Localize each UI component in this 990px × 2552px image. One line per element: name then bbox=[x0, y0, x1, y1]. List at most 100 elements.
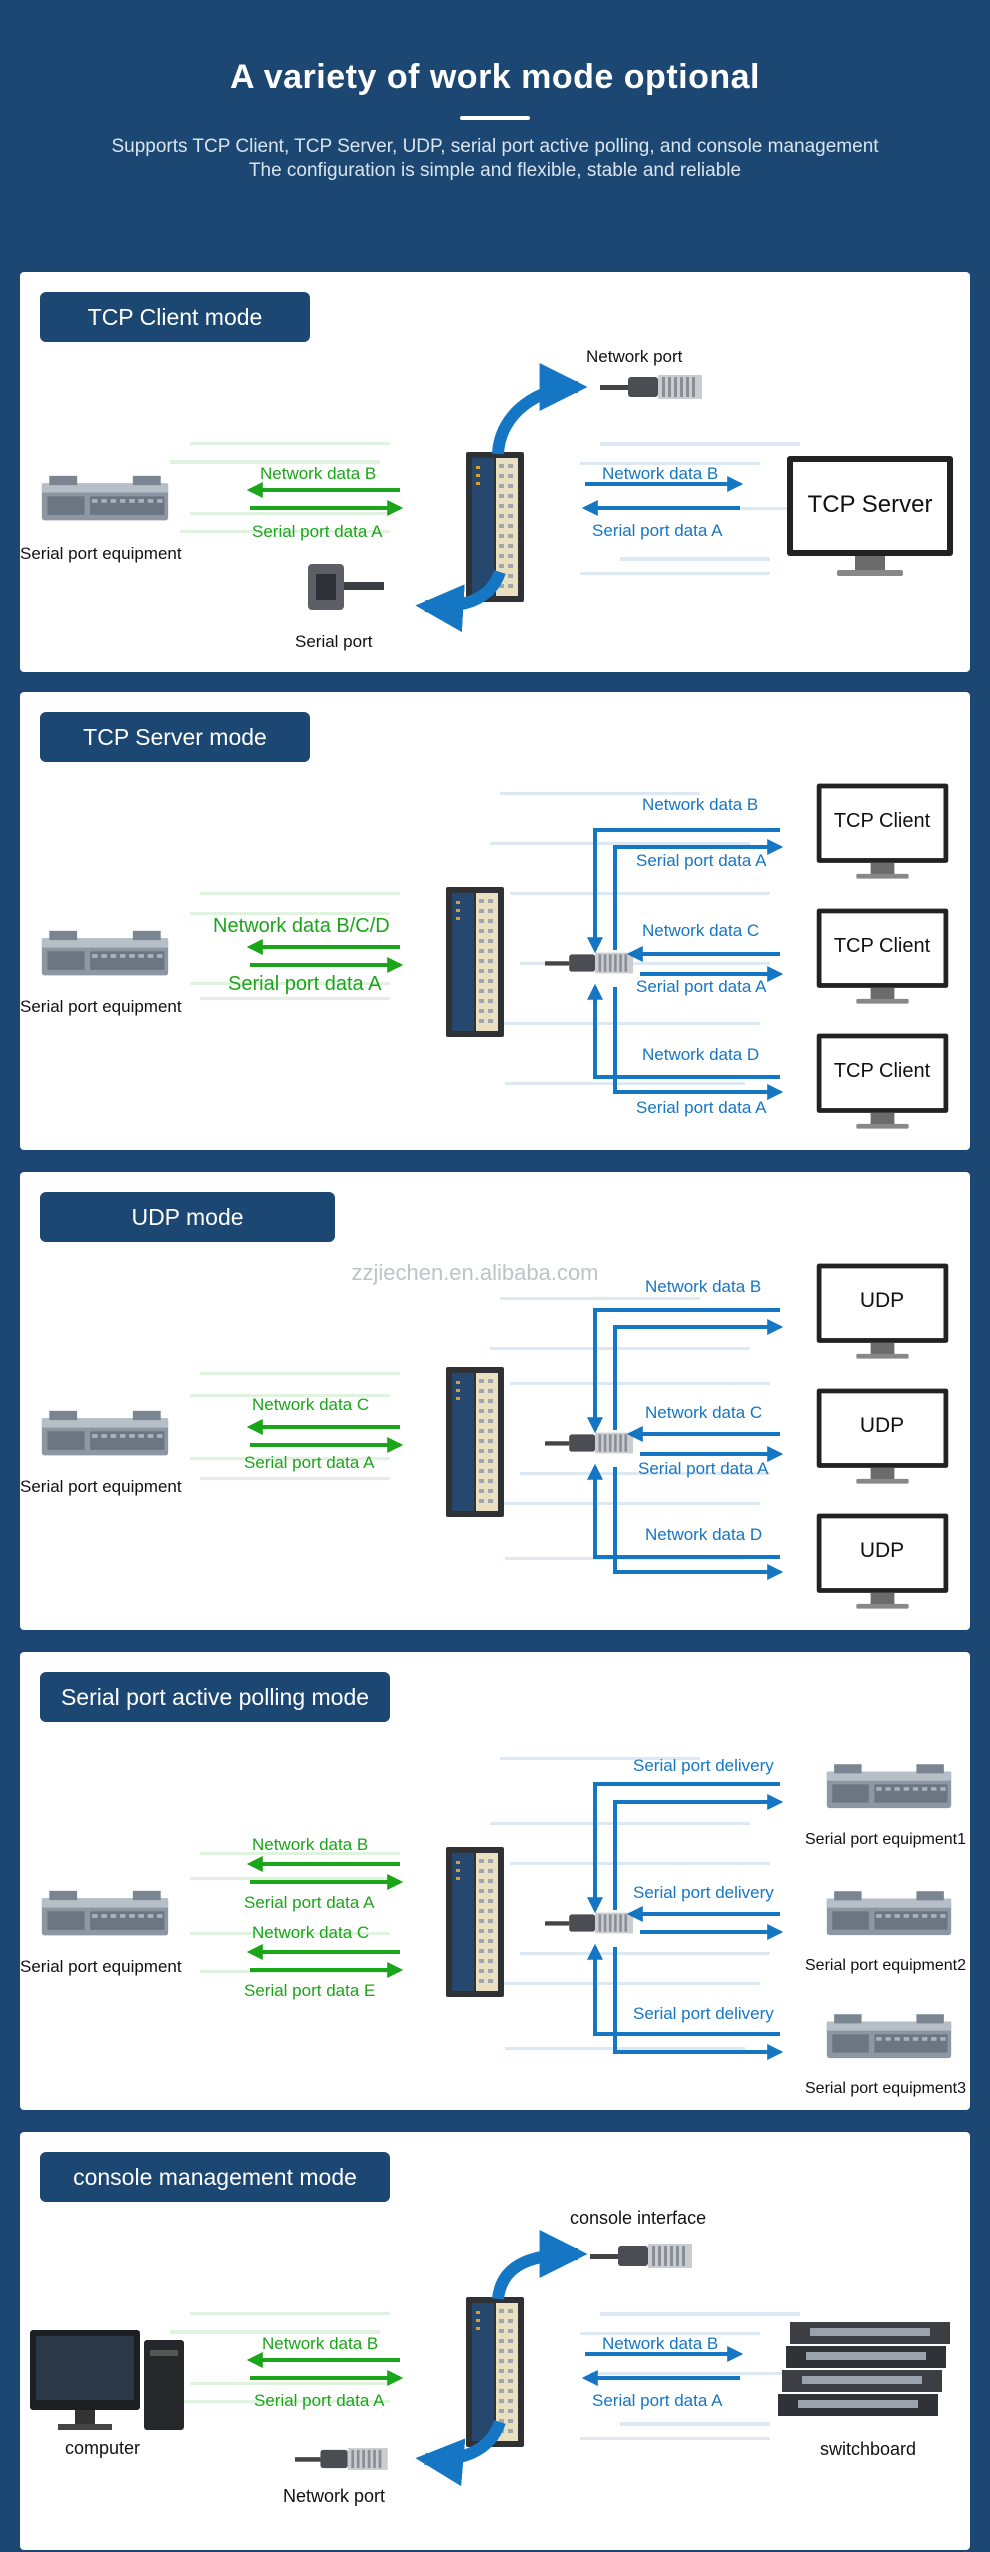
polling-left-label-1: Network data B bbox=[252, 1835, 368, 1854]
page-subtitle-1: Supports TCP Client, TCP Server, UDP, se… bbox=[111, 136, 879, 157]
udp-row3-top-label: Network data D bbox=[645, 1525, 762, 1544]
serial-equipment-icon bbox=[41, 1410, 169, 1456]
polling-diagram: Serial port equipment Network data B Ser… bbox=[20, 1756, 966, 2097]
server-row1-bottom-label: Serial port data A bbox=[636, 851, 767, 870]
curved-arrow-down bbox=[415, 2419, 506, 2487]
row3-uplink-arrow bbox=[613, 1947, 784, 2060]
serial-server-device-icon bbox=[446, 1367, 504, 1517]
tcp-client-mode-label: TCP Client mode bbox=[40, 292, 310, 342]
row3-uplink-arrow bbox=[613, 1467, 784, 1580]
tcp-server-diagram: Serial port equipment Network data B/C/D… bbox=[20, 783, 949, 1129]
serial-equipment-icon bbox=[41, 475, 169, 521]
switchboard-label: switchboard bbox=[820, 2439, 916, 2459]
udp-left-bottom-label: Serial port data A bbox=[244, 1453, 375, 1472]
serial-equipment-icon bbox=[41, 930, 169, 976]
console-diagram: computer Network data B Serial port data… bbox=[30, 2208, 950, 2506]
console-interface-label: console interface bbox=[570, 2208, 706, 2228]
server-row1-top-label: Network data B bbox=[642, 795, 758, 814]
network-port-icon bbox=[600, 375, 702, 399]
serial-port-connector-icon bbox=[308, 564, 384, 610]
tcp-client-panel: TCP Client mode Serial port equipment Ne… bbox=[20, 272, 970, 672]
switchboard-icon bbox=[778, 2322, 950, 2416]
polling-left-label-4: Serial port data E bbox=[244, 1981, 375, 2000]
row1-downlink-arrow bbox=[587, 1782, 780, 1914]
serial-equipment-2-label: Serial port equipment2 bbox=[805, 1957, 966, 1974]
curved-arrow-down bbox=[415, 569, 506, 633]
polling-left-label-3: Network data C bbox=[252, 1923, 369, 1942]
row3-downlink-arrow bbox=[587, 1943, 780, 2036]
console-left-bottom-label: Serial port data A bbox=[254, 2391, 385, 2410]
polling-panel: Serial port active polling mode Serial p… bbox=[20, 1652, 970, 2110]
udp-device-label-3: UDP bbox=[860, 1539, 904, 1562]
network-port-plug-icon bbox=[295, 2448, 388, 2470]
page-header: A variety of work mode optional Supports… bbox=[0, 0, 990, 250]
serial-equipment-3-label: Serial port equipment3 bbox=[805, 2080, 966, 2097]
tcp-client-label-3: TCP Client bbox=[834, 1060, 931, 1082]
serial-equipment-icon-3 bbox=[826, 2014, 952, 2059]
row3-uplink-arrow bbox=[613, 987, 784, 1100]
tcp-client-label-1: TCP Client bbox=[834, 810, 931, 832]
row1-downlink-arrow bbox=[587, 1308, 780, 1434]
watermark: zzjiechen.en.alibaba.com bbox=[351, 1260, 598, 1285]
ethernet-plug-icon bbox=[545, 952, 634, 974]
title-divider bbox=[460, 116, 530, 120]
computer-label: computer bbox=[65, 2438, 140, 2458]
page-subtitle-2: The configuration is simple and flexible… bbox=[248, 160, 742, 181]
polling-left-label-2: Serial port data A bbox=[244, 1893, 375, 1912]
client-right-top-label: Network data B bbox=[602, 464, 718, 483]
console-right-bottom-label: Serial port data A bbox=[592, 2391, 723, 2410]
serial-equipment-label: Serial port equipment bbox=[20, 1477, 182, 1496]
serial-server-device-icon bbox=[446, 1847, 504, 1997]
row1-uplink-arrow bbox=[613, 1319, 784, 1430]
row3-downlink-arrow bbox=[587, 983, 780, 1079]
client-left-bottom-label: Serial port data A bbox=[252, 522, 383, 541]
server-row3-bottom-label: Serial port data A bbox=[636, 1098, 767, 1117]
polling-mode-label: Serial port active polling mode bbox=[40, 1672, 390, 1722]
server-row3-top-label: Network data D bbox=[642, 1045, 759, 1064]
row1-downlink-arrow bbox=[587, 828, 780, 954]
polling-delivery-label-3: Serial port delivery bbox=[633, 2004, 774, 2023]
client-left-top-label: Network data B bbox=[260, 464, 376, 483]
udp-diagram: zzjiechen.en.alibaba.com Serial port equ… bbox=[20, 1260, 949, 1609]
row3-downlink-arrow bbox=[587, 1463, 780, 1559]
udp-left-top-label: Network data C bbox=[252, 1395, 369, 1414]
udp-row1-top-label: Network data B bbox=[645, 1277, 761, 1296]
serial-equipment-icon bbox=[41, 1890, 169, 1936]
server-row2-bottom-label: Serial port data A bbox=[636, 977, 767, 996]
serial-equipment-icon-1 bbox=[826, 1764, 952, 1809]
ethernet-plug-icon bbox=[545, 1912, 634, 1934]
serial-equipment-label: Serial port equipment bbox=[20, 997, 182, 1016]
udp-mode-label: UDP mode bbox=[40, 1192, 335, 1242]
serial-server-device-icon bbox=[446, 887, 504, 1037]
server-left-top-label: Network data B/C/D bbox=[213, 915, 390, 937]
udp-device-label-2: UDP bbox=[860, 1414, 904, 1437]
console-panel: console management mode computer Network… bbox=[20, 2132, 970, 2550]
tcp-client-label-2: TCP Client bbox=[834, 935, 931, 957]
ethernet-plug-icon bbox=[545, 1432, 634, 1454]
curved-arrow-up bbox=[492, 363, 588, 455]
tcp-client-diagram: Serial port equipment Network data B Ser… bbox=[20, 347, 953, 651]
console-left-top-label: Network data B bbox=[262, 2334, 378, 2353]
network-port-label: Network port bbox=[283, 2486, 385, 2506]
row1-uplink-arrow bbox=[613, 1794, 784, 1910]
tcp-server-mode-label: TCP Server mode bbox=[40, 712, 310, 762]
polling-delivery-label-1: Serial port delivery bbox=[633, 1756, 774, 1775]
udp-row2-top-label: Network data C bbox=[645, 1403, 762, 1422]
udp-device-label-1: UDP bbox=[860, 1289, 904, 1312]
serial-port-label: Serial port bbox=[295, 632, 373, 651]
console-right-top-label: Network data B bbox=[602, 2334, 718, 2353]
serial-equipment-icon-2 bbox=[826, 1891, 952, 1936]
network-port-label: Network port bbox=[586, 347, 683, 366]
server-left-bottom-label: Serial port data A bbox=[228, 973, 382, 995]
tcp-server-label: TCP Server bbox=[808, 491, 933, 518]
client-right-bottom-label: Serial port data A bbox=[592, 521, 723, 540]
page-title: A variety of work mode optional bbox=[230, 58, 760, 96]
serial-equipment-label: Serial port equipment bbox=[20, 1957, 182, 1976]
row1-uplink-arrow bbox=[613, 839, 784, 950]
console-interface-plug-icon bbox=[590, 2244, 692, 2268]
curved-arrow-up bbox=[492, 2230, 588, 2301]
computer-icon bbox=[30, 2330, 184, 2430]
console-mode-label: console management mode bbox=[40, 2152, 390, 2202]
udp-row2-bottom-label: Serial port data A bbox=[638, 1459, 769, 1478]
tcp-server-panel: TCP Server mode Serial port equipment Ne… bbox=[20, 692, 970, 1150]
